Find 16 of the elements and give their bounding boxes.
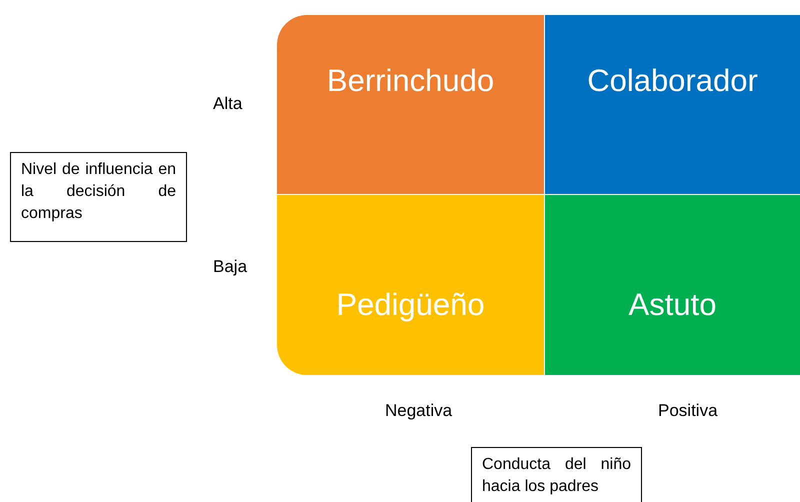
quadrant-title: Astuto bbox=[628, 287, 716, 323]
column-label: Positiva bbox=[658, 401, 718, 421]
matrix-quadrant bbox=[277, 15, 544, 194]
axis-label-box bbox=[471, 447, 642, 502]
axis-label-box bbox=[10, 152, 187, 242]
axis-title: Conducta del niño hacia los padres bbox=[482, 456, 631, 495]
quadrant-title: Pedigüeño bbox=[336, 287, 485, 323]
matrix-quadrant bbox=[277, 195, 544, 375]
quadrant-title: Berrinchudo bbox=[326, 63, 494, 99]
row-label: Baja bbox=[213, 257, 248, 277]
row-label: Alta bbox=[213, 94, 242, 114]
matrix-quadrant bbox=[545, 15, 800, 194]
matrix-quadrant bbox=[545, 195, 800, 375]
quadrant-title: Colaborador bbox=[587, 63, 758, 99]
column-label: Negativa bbox=[385, 401, 452, 421]
axis-title: Nivel de influencia en la decisión de compras bbox=[21, 161, 176, 222]
